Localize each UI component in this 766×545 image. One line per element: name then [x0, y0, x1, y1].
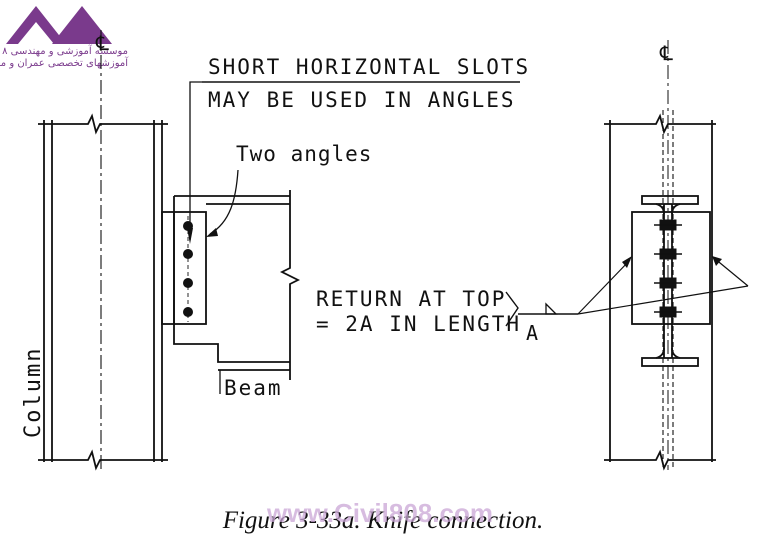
- return-note: RETURN AT TOP = 2A IN LENGTH A: [316, 256, 749, 345]
- column-label: Column: [21, 347, 46, 438]
- angles-front-outline: [631, 211, 711, 325]
- beam-section-bottom-flange: [641, 357, 699, 367]
- beam-side-view: [161, 190, 301, 380]
- logo-line-1: موسسه آموزشی و مهندسی ۸۰۸: [0, 44, 128, 57]
- two-angles-leader: [209, 169, 239, 235]
- weld-leader-left-arrow: [622, 256, 632, 268]
- angle-connected-leg: [173, 211, 207, 325]
- slots-note: SHORT HORIZONTAL SLOTS MAY BE USED IN AN…: [187, 55, 530, 244]
- fillet-weld-symbol: [545, 302, 558, 315]
- column-centerline-symbol: ℄: [95, 31, 109, 55]
- figure-caption: Figure 3-33a. Knife connection.: [222, 507, 544, 534]
- return-note-line-1: RETURN AT TOP: [316, 287, 506, 311]
- slots-note-line-2: MAY BE USED IN ANGLES: [208, 88, 516, 112]
- return-note-line-2: = 2A IN LENGTH: [316, 312, 521, 336]
- weld-leader-right: [577, 285, 749, 315]
- beam-fillet-br: [671, 347, 681, 359]
- weld-leader-right-2: [713, 257, 749, 287]
- slots-note-line-1: SHORT HORIZONTAL SLOTS: [208, 55, 530, 79]
- beam-fillet-tr: [671, 203, 681, 215]
- column-bottom-break: [38, 449, 168, 471]
- beam-right-break: [279, 190, 301, 380]
- beam-section-top-flange: [641, 195, 699, 205]
- column-side-view: [38, 30, 168, 471]
- logo-line-2: آموزشهای تخصصی عمران و معماری: [0, 56, 129, 69]
- slots-leader-arrow: [187, 228, 193, 244]
- institute-logo: موسسه آموزشی و مهندسی ۸۰۸ آموزشهای تخصصی…: [0, 6, 129, 69]
- weld-leader-left: [577, 259, 631, 315]
- beam-fillet-bl: [655, 347, 665, 359]
- bolt: [183, 307, 193, 317]
- angle-outstanding-leg: [161, 211, 175, 325]
- column-front-top-break: [604, 113, 716, 135]
- column-front-centerline-symbol: ℄: [659, 41, 673, 65]
- beam-label: Beam: [224, 376, 283, 400]
- column-front-bottom-break: [604, 449, 716, 471]
- angle-bolts: [183, 221, 193, 317]
- weld-size-label: A: [526, 321, 538, 345]
- beam-fillet-tl: [655, 203, 665, 215]
- weld-tail-bracket: [505, 291, 519, 327]
- logo-mark-right: [52, 6, 112, 44]
- beam-bottom-cope: [173, 324, 290, 363]
- two-angles-arrow: [206, 228, 218, 237]
- weld-leader-right-arrow: [712, 256, 722, 266]
- slots-leader-line: [189, 81, 202, 240]
- logo-mark-left: [6, 6, 66, 44]
- website-watermark: www.Civil808.com: [266, 498, 493, 528]
- column-top-break: [38, 113, 168, 135]
- front-bolt-ticks: [654, 224, 682, 313]
- two-angles-label: Two angles: [236, 142, 372, 166]
